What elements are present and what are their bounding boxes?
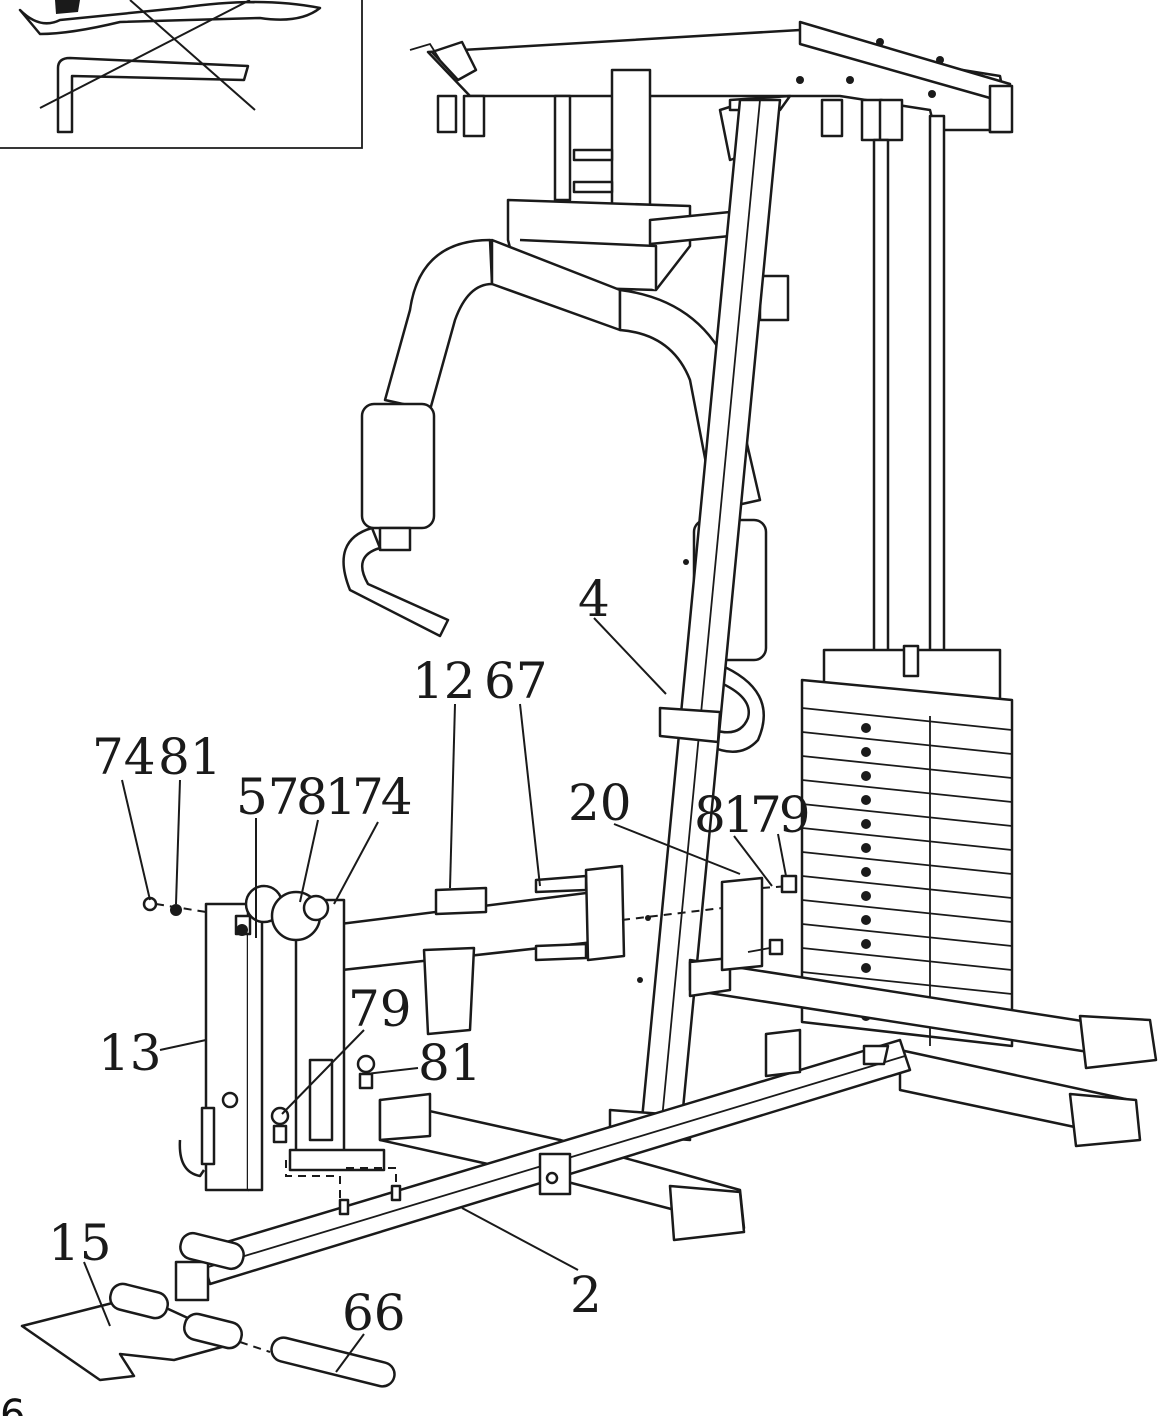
label-part-81a: 81 — [158, 728, 222, 786]
weight-stack — [800, 114, 1014, 1048]
label-part-74b: 74 — [352, 768, 411, 826]
weight-plates — [801, 707, 1013, 1046]
label-part-4: 4 — [578, 570, 610, 628]
part-labels: 4 12 67 74 81 57 81 74 20 81 79 79 13 81… — [48, 570, 811, 1342]
label-part-13: 13 — [98, 1024, 162, 1082]
inset-detail — [0, 0, 363, 149]
label-part-57: 57 — [236, 768, 300, 826]
step-number: 6 — [0, 1392, 25, 1416]
roller-pad — [270, 1336, 396, 1388]
label-part-81b: 81 — [296, 768, 354, 826]
allen-key — [56, 56, 250, 134]
leader-lines — [83, 617, 787, 1373]
label-part-79b: 79 — [348, 980, 412, 1038]
label-part-12: 12 — [412, 652, 476, 710]
rear-foot-right — [1078, 1014, 1158, 1070]
label-part-20: 20 — [568, 774, 632, 832]
label-part-66: 66 — [342, 1284, 406, 1342]
label-part-15: 15 — [48, 1214, 112, 1272]
top-beam — [409, 20, 1014, 142]
front-foot-right — [668, 1184, 746, 1242]
hardware — [142, 874, 798, 1216]
left-handle — [342, 526, 450, 638]
leg-extension-assembly — [178, 864, 626, 1192]
label-part-81c: 81 — [694, 786, 752, 844]
label-part-2: 2 — [570, 1266, 602, 1324]
wrench-jaw — [55, 0, 80, 14]
label-part-79a: 79 — [750, 786, 808, 844]
front-foot-left — [378, 1092, 432, 1142]
foot-plate-assembly — [20, 1231, 396, 1388]
label-part-67: 67 — [484, 652, 548, 710]
left-arm-pad — [360, 402, 436, 530]
label-part-74a: 74 — [92, 728, 156, 786]
label-part-81d: 81 — [418, 1034, 482, 1092]
base-frame — [174, 956, 1158, 1302]
